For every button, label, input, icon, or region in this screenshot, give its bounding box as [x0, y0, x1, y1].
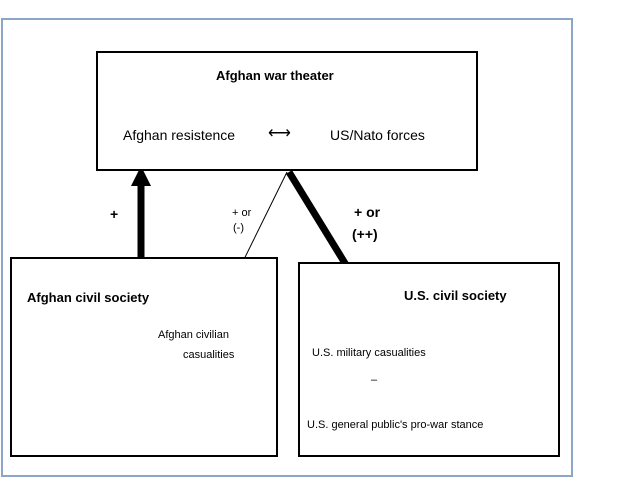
afghan-civilian-casualties-line2: casualities	[183, 349, 235, 361]
us-nato-forces-label: US/Nato forces	[330, 127, 425, 143]
bidirectional-arrow-symbol: ⟷	[268, 125, 291, 142]
afghan-civil-society-title: Afghan civil society	[27, 290, 150, 305]
us-civil-society-box	[298, 262, 560, 457]
theater-title: Afghan war theater	[216, 68, 334, 83]
edge-label-plus: +	[110, 206, 119, 222]
afghan-civil-society-box	[10, 257, 278, 457]
us-civil-society-title: U.S. civil society	[404, 288, 507, 303]
edge-label-plus-or-doubleplus-line2: (++)	[352, 226, 378, 242]
afghan-war-theater-box	[96, 51, 478, 171]
edge-label-plus-or-minus-line2: (-)	[233, 222, 244, 234]
afghan-civilian-casualties-line1: Afghan civilian	[158, 329, 229, 341]
us-public-pro-war-stance: U.S. general public's pro-war stance	[307, 419, 484, 431]
outer-frame	[1, 18, 573, 477]
edge-label-plus-or-minus-line1: + or	[232, 207, 252, 219]
minus-sign-label: –	[371, 374, 378, 386]
edge-label-plus-or-doubleplus-line1: + or	[354, 204, 381, 220]
afghan-resistence-label: Afghan resistence	[123, 127, 236, 143]
us-military-casualties: U.S. military casualities	[312, 347, 426, 359]
arrowhead-civil-to-resistence	[131, 166, 151, 186]
